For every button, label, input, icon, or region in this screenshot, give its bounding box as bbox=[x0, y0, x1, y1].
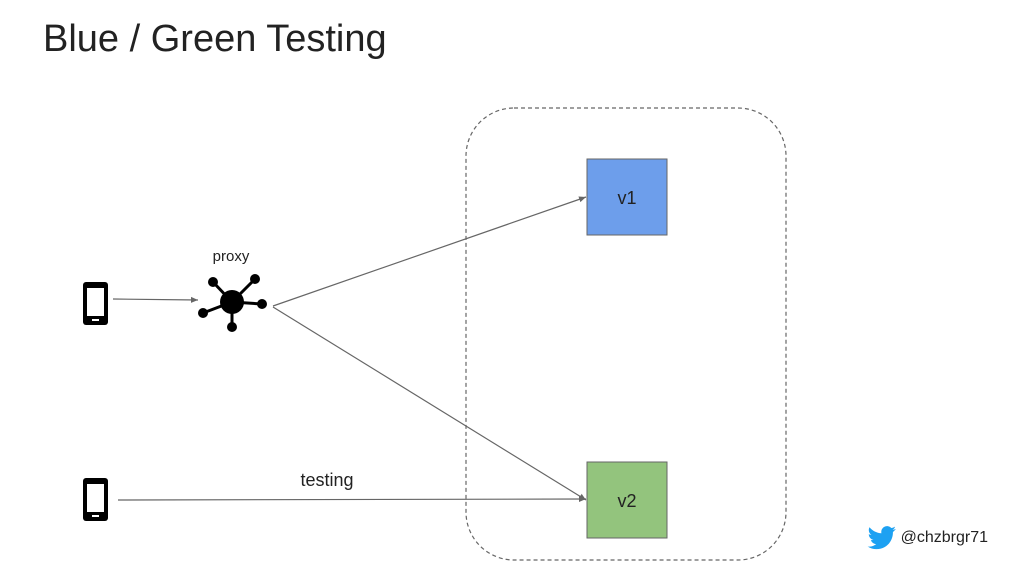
twitter-bird-icon bbox=[867, 526, 896, 550]
proxy-hub-icon bbox=[198, 274, 267, 332]
phone-to-v2-testing-arrow bbox=[117, 496, 587, 503]
v2-service-box: v2 bbox=[586, 461, 668, 539]
twitter-handle: @chzbrgr71 bbox=[867, 526, 988, 550]
v1-label: v1 bbox=[617, 188, 636, 208]
phone-to-proxy-arrow bbox=[112, 296, 199, 303]
proxy-to-v2-arrow bbox=[272, 306, 587, 501]
v1-service-box: v1 bbox=[586, 158, 668, 236]
twitter-handle-text: @chzbrgr71 bbox=[900, 529, 988, 546]
proxy-to-v1-arrow bbox=[272, 196, 587, 307]
smartphone-icon bbox=[83, 282, 108, 325]
proxy-label: proxy bbox=[213, 248, 250, 265]
slide-title: Blue / Green Testing bbox=[43, 18, 387, 60]
testing-label: testing bbox=[300, 470, 353, 490]
smartphone-icon bbox=[83, 478, 108, 521]
cluster-boundary bbox=[465, 107, 787, 561]
v2-label: v2 bbox=[617, 491, 636, 511]
